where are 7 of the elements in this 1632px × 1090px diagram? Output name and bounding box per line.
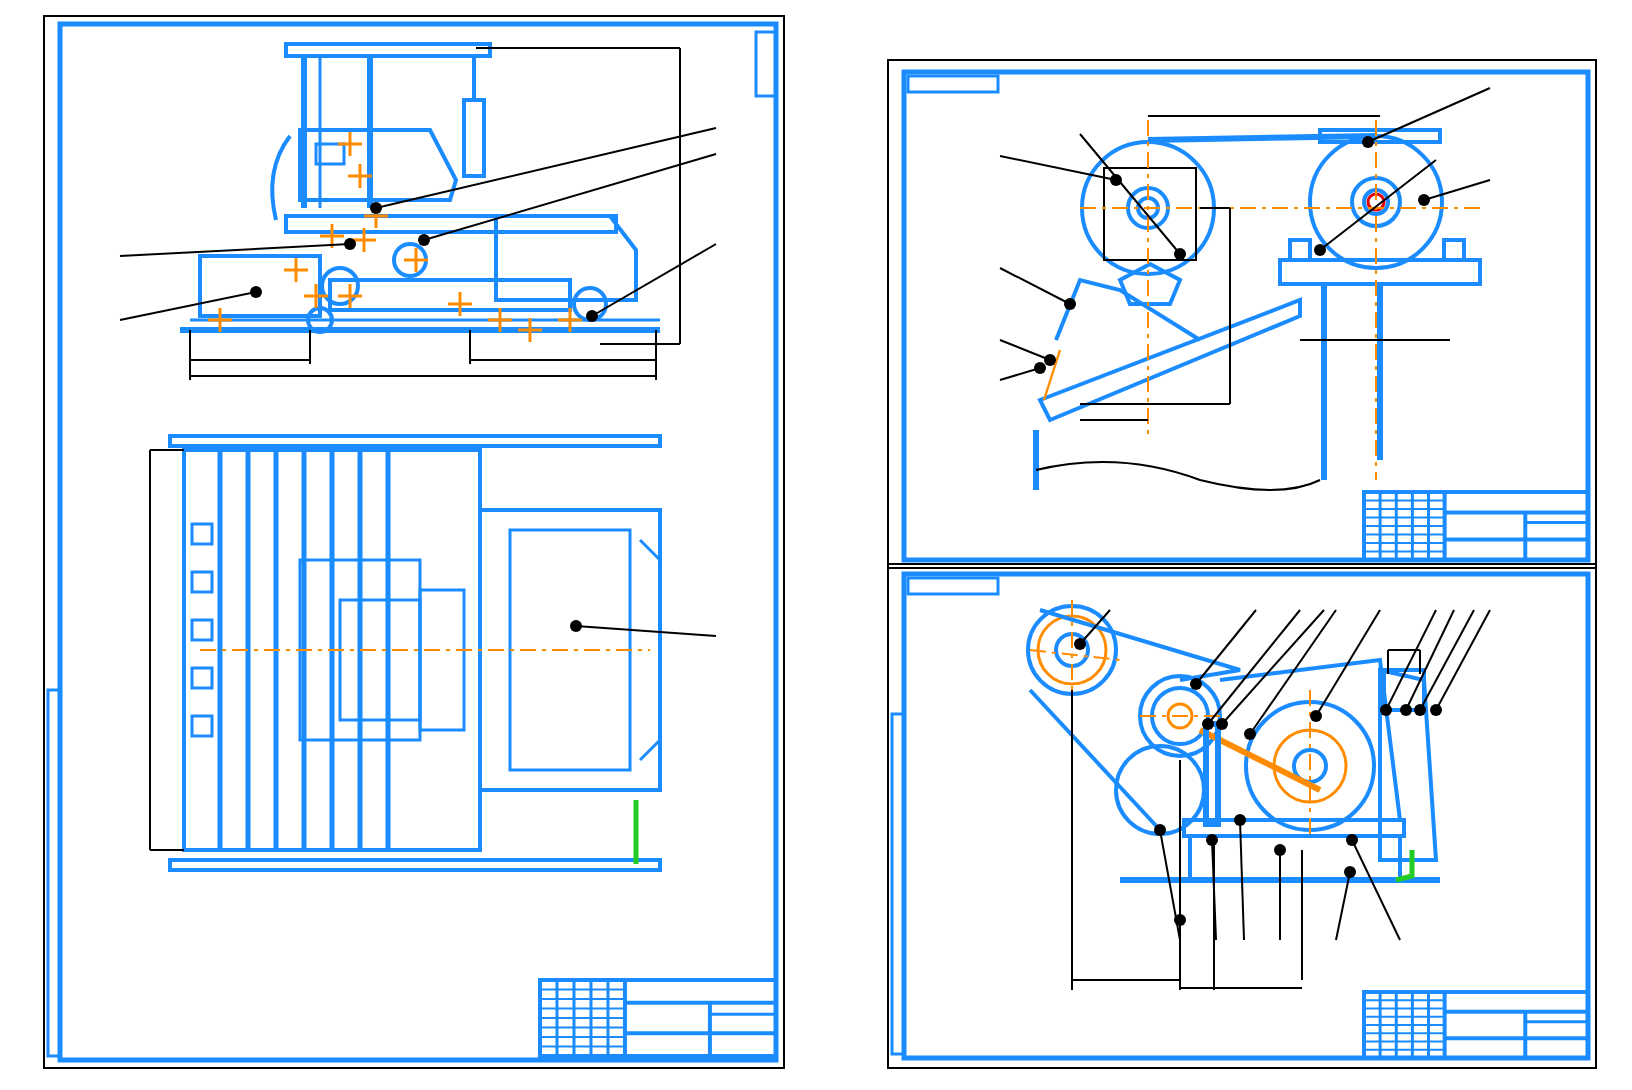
paver-top-view-drawing (149, 434, 717, 872)
drawing-sheet-frame (887, 563, 1597, 1069)
belt-drive-front-view-drawing (999, 87, 1491, 491)
drawing-sheet-frame (887, 59, 1597, 569)
paver-side-view-drawing (119, 42, 717, 381)
drawing-sheet-frame (43, 15, 785, 1069)
vibrator-drive-mechanism-drawing (1026, 599, 1491, 991)
